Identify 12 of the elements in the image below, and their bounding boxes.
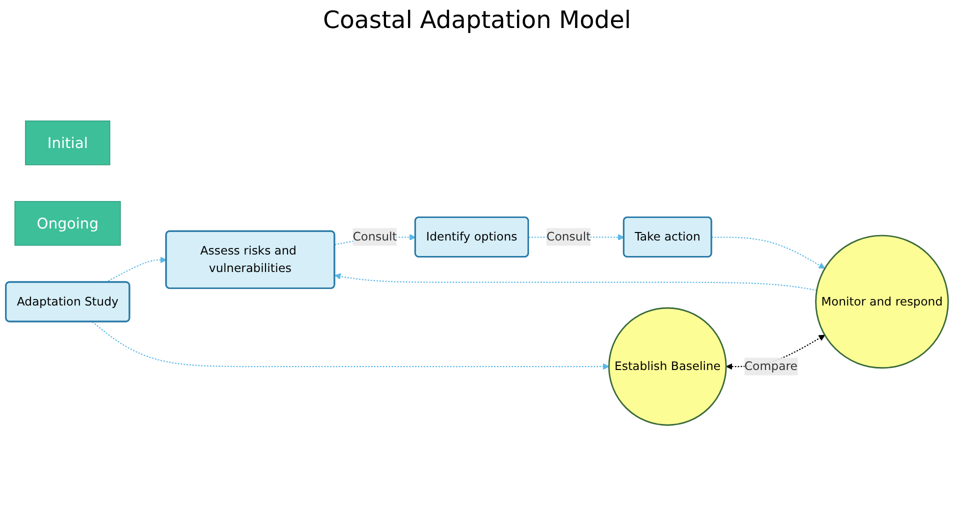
arrow <box>105 256 167 283</box>
arrow <box>92 321 610 370</box>
edge-label: Consult <box>352 230 397 244</box>
node-box: Initial <box>25 120 110 166</box>
edge-label: Consult <box>546 230 591 244</box>
diagram-title: Coastal Adaptation Model <box>322 6 632 34</box>
arrow <box>334 273 817 291</box>
arrow <box>712 236 826 269</box>
node-box: Ongoing <box>14 201 121 246</box>
node-circle: Establish Baseline <box>608 307 727 426</box>
node-circle: Monitor and respond <box>815 234 949 369</box>
edge-label: Compare <box>744 359 798 374</box>
